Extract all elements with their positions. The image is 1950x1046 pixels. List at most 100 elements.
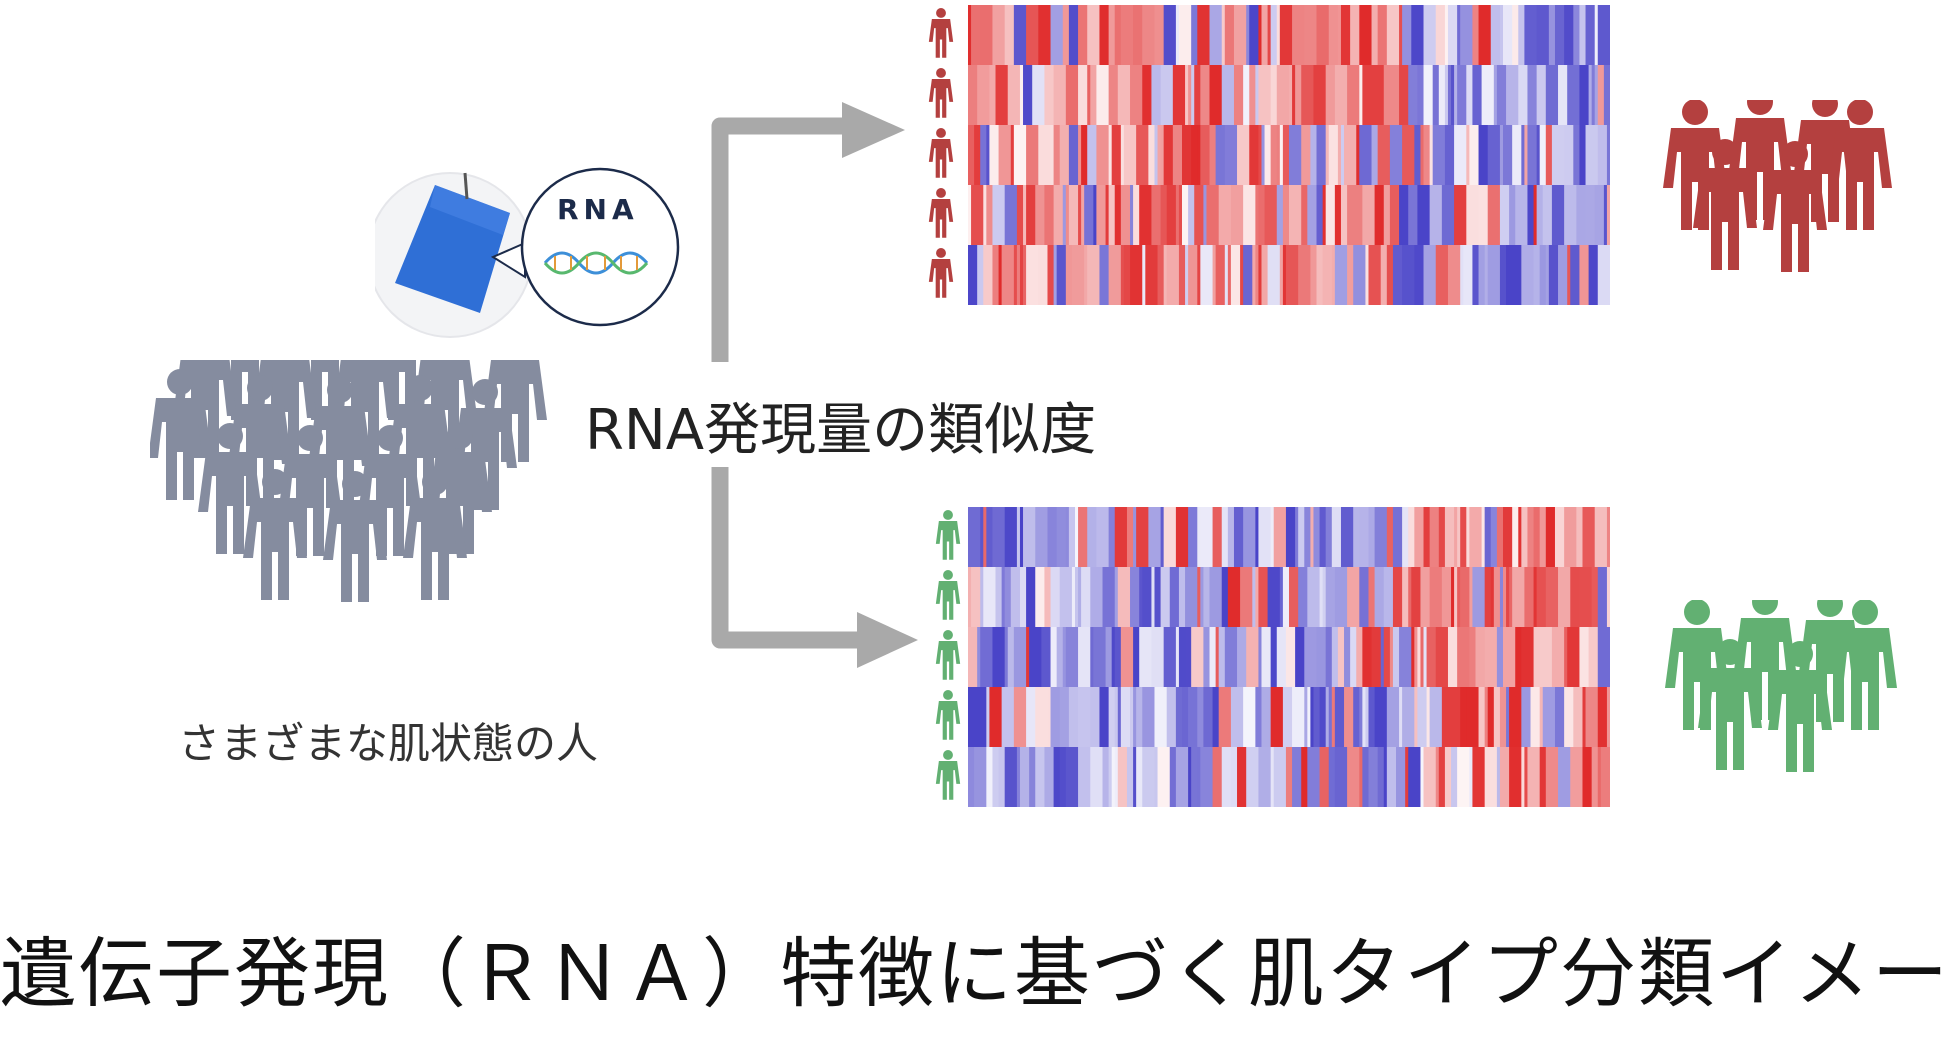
heatmap-cell: [1185, 65, 1189, 126]
heatmap-cell: [1258, 185, 1266, 246]
heatmap-cell: [1414, 627, 1418, 688]
heatmap-cell: [986, 185, 994, 246]
heatmap-cell: [1151, 627, 1165, 688]
heatmap-cell: [1392, 507, 1403, 568]
heatmap-cell: [1466, 185, 1480, 246]
heatmap-cell: [1255, 507, 1260, 568]
heatmap-cell: [1071, 245, 1085, 305]
heatmap-cell: [1289, 125, 1302, 186]
heatmap-cell: [1417, 627, 1422, 688]
heatmap-cell: [1606, 507, 1610, 568]
heatmap-cell: [1133, 5, 1143, 66]
heatmap-cell: [1524, 5, 1538, 66]
heatmap-cell: [1191, 125, 1198, 186]
heatmap-cell: [1454, 507, 1458, 568]
heatmap-cell: [1478, 5, 1492, 66]
heatmap-cell: [1347, 65, 1360, 126]
heatmap-cell: [992, 747, 1000, 807]
heatmap-cell: [1438, 65, 1446, 126]
heatmap-cell: [1237, 747, 1247, 807]
heatmap-cell: [1026, 5, 1039, 66]
heatmap-cell: [1016, 747, 1021, 807]
heatmap-cell: [1059, 687, 1070, 748]
heatmap-cell: [1499, 245, 1507, 305]
heatmap-cell: [1457, 65, 1467, 126]
heatmap-cell: [1013, 245, 1018, 305]
heatmap-cell: [1068, 125, 1079, 186]
heatmap-cell: [1001, 687, 1015, 748]
heatmap-cell: [980, 5, 994, 66]
heatmap-cell: [1237, 627, 1247, 688]
heatmap-cell: [1084, 185, 1094, 246]
heatmap-cell: [1469, 747, 1474, 807]
heatmap-cell: [1264, 185, 1278, 246]
heatmap-cell: [1078, 125, 1082, 186]
heatmap-cell: [1035, 185, 1046, 246]
heatmap-cell: [1285, 747, 1293, 807]
heatmap-cell: [1591, 65, 1596, 126]
heatmap-cell: [1078, 747, 1091, 807]
heatmap-cell: [1399, 185, 1409, 246]
arrow-down-branch: [711, 467, 862, 649]
heatmap-cell: [1322, 567, 1327, 628]
heatmap-cell: [1035, 747, 1046, 807]
heatmap-cell: [1487, 245, 1501, 305]
heatmap-cell: [1423, 627, 1428, 688]
heatmap-cell: [1285, 627, 1296, 688]
heatmap-cell: [1597, 747, 1602, 807]
heatmap-cell: [1065, 65, 1079, 126]
heatmap-cell: [1081, 185, 1085, 246]
heatmap-cell: [1227, 507, 1235, 568]
heatmap-cell: [1188, 507, 1198, 568]
page-title: 遺伝子発現（ＲＮＡ）特徴に基づく肌タイプ分類イメージ: [0, 929, 1950, 1018]
heatmap-cell: [1270, 5, 1278, 66]
heatmap-cell: [1142, 245, 1146, 305]
heatmap-cell: [1539, 245, 1547, 305]
heatmap-cell: [1163, 627, 1177, 688]
heatmap-cell: [1350, 245, 1354, 305]
heatmap-cell: [998, 245, 1003, 305]
heatmap-cell: [1478, 687, 1486, 748]
heatmap-cell: [1114, 5, 1122, 66]
heatmap-cell: [1423, 5, 1437, 66]
heatmap-cell: [1545, 507, 1556, 568]
heatmap-cell: [1047, 507, 1058, 568]
heatmap-cell: [1023, 65, 1033, 126]
heatmap-cell: [1328, 747, 1336, 807]
heatmap-cell: [1380, 627, 1385, 688]
heatmap-cell: [1420, 567, 1431, 628]
heatmap-cell: [1114, 185, 1122, 246]
heatmap-cell: [1597, 125, 1608, 186]
heatmap-cell: [1026, 245, 1039, 305]
heatmap-cell: [1411, 627, 1415, 688]
heatmap-cell: [1255, 65, 1260, 126]
heatmap-cell: [1420, 627, 1425, 688]
heatmap-cell: [1175, 687, 1183, 748]
heatmap-cell: [1282, 567, 1290, 628]
heatmap-cell: [1221, 65, 1235, 126]
heatmap-cell: [1133, 687, 1137, 748]
heatmap-cell: [1444, 5, 1449, 66]
heatmap-cell: [1509, 687, 1522, 748]
heatmap-cell: [977, 245, 984, 305]
heatmap-cell: [1353, 245, 1367, 305]
heatmap-cell: [1126, 507, 1134, 568]
heatmap-cell: [1411, 567, 1422, 628]
heatmap-cell: [1536, 567, 1547, 628]
heatmap-cell: [1597, 567, 1608, 628]
heatmap-cell: [1582, 507, 1596, 568]
heatmap-cell: [998, 747, 1006, 807]
heatmap-cell: [1545, 65, 1559, 126]
heatmap-cell: [1386, 245, 1394, 305]
heatmap-cell: [1249, 65, 1256, 126]
heatmap-cell: [989, 687, 1003, 748]
heatmap-cell: [1597, 627, 1610, 688]
heatmap-cell: [1142, 747, 1156, 807]
heatmap-cell: [1197, 245, 1201, 305]
heatmap-cell: [1151, 185, 1162, 246]
heatmap-cell: [1325, 627, 1333, 688]
heatmap-cell: [1362, 65, 1373, 126]
heatmap-cell: [1603, 185, 1608, 246]
heatmap-cell: [1078, 507, 1088, 568]
heatmap-cell: [1435, 627, 1449, 688]
